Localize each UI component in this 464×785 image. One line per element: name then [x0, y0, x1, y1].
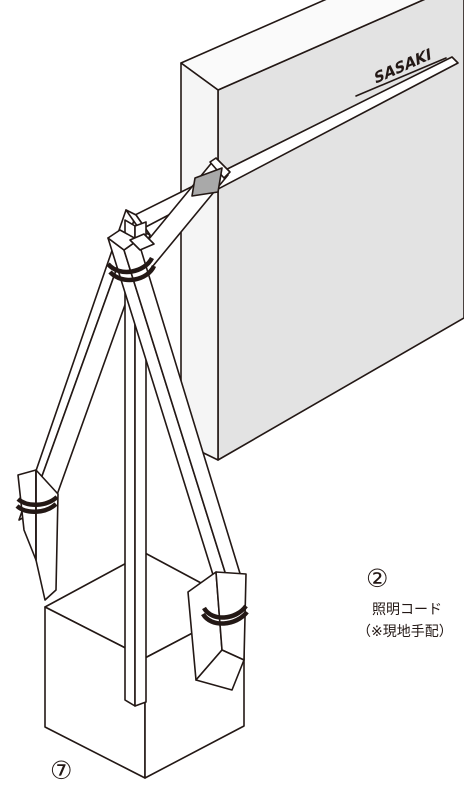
tape-wrap [191, 167, 223, 197]
cord-caption-line1: 照明コード [372, 602, 442, 618]
band-top-1 [106, 256, 155, 275]
band-right-1 [202, 604, 248, 620]
left-stake-front [35, 469, 59, 601]
part-number-cord: ② [366, 564, 389, 593]
binding-bands [15, 256, 249, 626]
band-right-2 [201, 610, 249, 626]
vertical-post [124, 219, 147, 707]
part-number-base: ⑦ [50, 756, 73, 785]
band-left-2 [16, 495, 59, 507]
sign-board-side [180, 62, 219, 461]
logo-baseline [355, 57, 447, 97]
cord-caption-line2: （※現地手配） [357, 624, 453, 640]
inner-post-cap [129, 233, 155, 251]
band-top-2 [108, 264, 157, 283]
right-stake-tip [195, 649, 245, 691]
band-left-1 [15, 502, 58, 514]
main-diagonal-post [107, 229, 247, 691]
sign-board [180, 0, 464, 461]
